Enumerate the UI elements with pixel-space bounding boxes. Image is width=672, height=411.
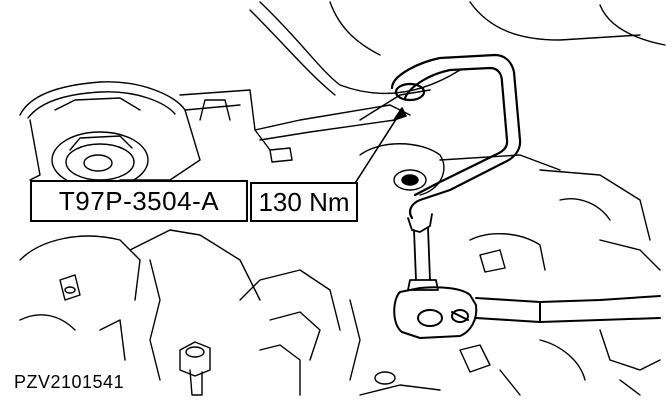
tool-number-label: T97P-3504-A xyxy=(58,185,220,216)
tool-number-callout: T97P-3504-A xyxy=(30,180,248,222)
right-side-components xyxy=(360,170,660,395)
mount-bracket xyxy=(20,82,270,180)
special-tool xyxy=(392,55,520,218)
figure-id: PZV2101541 xyxy=(14,372,125,392)
torque-value-callout: 130 Nm xyxy=(250,182,358,222)
hose-linework xyxy=(250,2,665,95)
socket-extension xyxy=(408,214,438,290)
arrow-icon xyxy=(352,108,406,188)
crossmember xyxy=(255,90,560,195)
torque-wrench-icon xyxy=(394,287,660,338)
lower-engine-block xyxy=(20,230,360,395)
torque-value-label: 130 Nm xyxy=(258,186,350,217)
